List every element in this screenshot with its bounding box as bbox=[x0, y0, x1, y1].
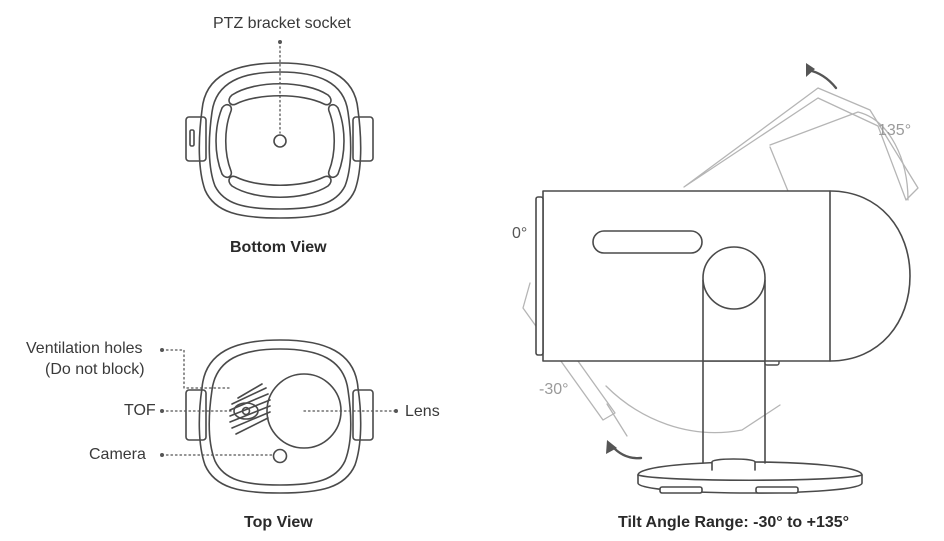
bottom-right-tab bbox=[352, 116, 374, 162]
bottom-foot-pad-bottom bbox=[228, 175, 332, 198]
bottom-left-tab-slot bbox=[189, 129, 195, 147]
angle-min-label: -30° bbox=[539, 381, 569, 398]
tof-sensor-lens bbox=[241, 406, 251, 416]
tilt-pivot bbox=[702, 246, 766, 362]
camera-lens bbox=[272, 448, 288, 464]
ventilation-holes-label: Ventilation holes bbox=[26, 340, 143, 357]
tilt-arrow-up-head bbox=[806, 63, 815, 77]
lens-label: Lens bbox=[405, 403, 440, 420]
top-view-callouts bbox=[161, 349, 397, 456]
side-vent-slot bbox=[592, 230, 703, 254]
ptz-bracket-socket bbox=[273, 134, 287, 148]
tilt-arrow-down-head bbox=[606, 440, 617, 454]
ghost-tilt-max bbox=[683, 87, 919, 201]
bottom-view-caption: Bottom View bbox=[230, 239, 327, 256]
ptz-callout-dot bbox=[278, 40, 282, 44]
tof-label: TOF bbox=[124, 402, 156, 419]
top-view-caption: Top View bbox=[244, 514, 313, 531]
bottom-outer-body bbox=[198, 62, 362, 219]
top-right-tab bbox=[352, 389, 374, 441]
angle-max-label: 135° bbox=[878, 122, 912, 139]
bottom-inner-body bbox=[208, 71, 352, 210]
bottom-foot-pad-top bbox=[228, 83, 332, 106]
tilt-range-caption: Tilt Angle Range: -30° to +135° bbox=[618, 514, 850, 531]
ventilation-callout-line bbox=[161, 349, 233, 389]
top-outer-body bbox=[198, 339, 362, 494]
ventilation-do-not-block-label: (Do not block) bbox=[45, 361, 145, 378]
angle-zero-label: 0° bbox=[512, 225, 528, 242]
tilt-arrow-up bbox=[806, 68, 838, 90]
bottom-foot-pad-left bbox=[215, 103, 233, 179]
top-view-drawing bbox=[185, 339, 374, 494]
top-left-tab bbox=[185, 389, 207, 441]
ptz-bracket-socket-label: PTZ bracket socket bbox=[213, 15, 351, 32]
front-lens-rim bbox=[535, 196, 544, 356]
top-view-callout-dots bbox=[160, 348, 398, 457]
top-inner-body bbox=[208, 348, 352, 486]
bottom-foot-pad-right bbox=[327, 103, 345, 179]
bottom-view-drawing bbox=[185, 62, 374, 219]
camera-label: Camera bbox=[89, 446, 146, 463]
tof-sensor bbox=[233, 402, 259, 420]
ventilation-grille bbox=[229, 383, 271, 435]
bottom-left-tab bbox=[185, 116, 207, 162]
stand-base bbox=[637, 458, 863, 494]
